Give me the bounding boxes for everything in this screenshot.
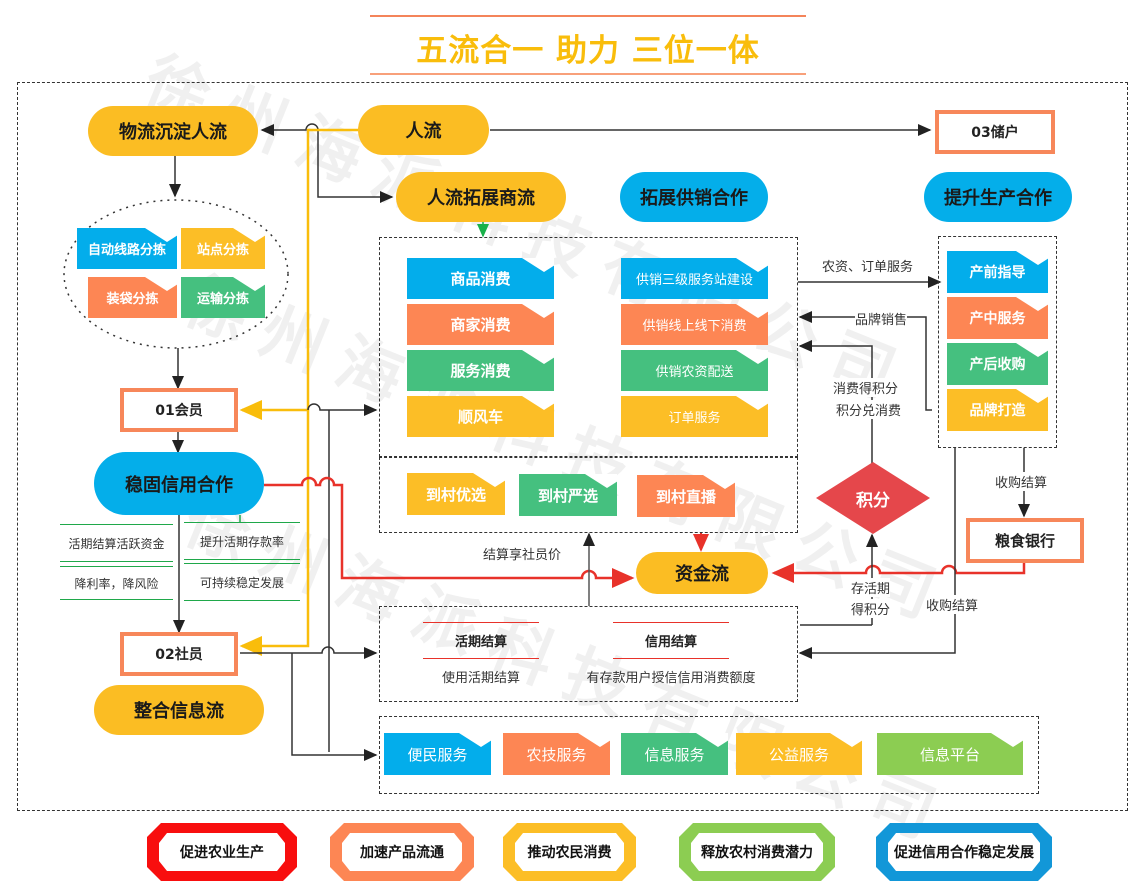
people-flow-node[interactable]: 人流 [358, 105, 489, 155]
sorting-ellipse [63, 199, 289, 349]
edge-yellow-trunk [239, 128, 358, 656]
goal-octagon [147, 823, 297, 881]
settlement-title: 活期结算 [423, 622, 539, 659]
depositor-node[interactable]: 03储户 [935, 110, 1055, 154]
edge-member01-to-box [307, 403, 378, 416]
production-tag[interactable]: 产中服务 [947, 297, 1048, 339]
village-tag[interactable]: 到村优选 [407, 473, 505, 515]
settlement-title: 信用结算 [613, 622, 729, 659]
credit-benefit: 可持续稳定发展 [184, 563, 300, 601]
settlement-desc: 使用活期结算 [441, 671, 520, 686]
goal-octagon [330, 823, 474, 881]
goal-label: 加速产品流通 [360, 845, 444, 861]
supply-tag[interactable]: 供销三级服务站建设 [621, 258, 768, 299]
people-to-business-node[interactable]: 人流拓展商流 [396, 172, 566, 222]
points-node[interactable]: 积分 [856, 491, 890, 511]
service-tag[interactable]: 农技服务 [503, 733, 610, 775]
page-title: 五流合一 助力 三位一体 [416, 33, 760, 69]
edge-member02-to-services [291, 653, 378, 761]
goal-label: 释放农村消费潜力 [701, 845, 813, 861]
supply-tag[interactable]: 供销线上线下消费 [621, 304, 768, 345]
member02-node[interactable]: 02社员 [120, 632, 238, 676]
edge-label-deposit-points: 存活期 [851, 578, 891, 597]
consumption-box [379, 237, 798, 457]
supply-tag[interactable]: 供销农资配送 [621, 350, 768, 391]
member01-node[interactable]: 01会员 [120, 388, 238, 432]
edge-label-deposit-points: 得积分 [851, 599, 891, 618]
service-tag[interactable]: 信息平台 [877, 733, 1023, 775]
supply-tag[interactable]: 订单服务 [621, 396, 768, 437]
sorting-tag[interactable]: 装袋分拣 [88, 277, 177, 318]
service-tag[interactable]: 公益服务 [736, 733, 862, 775]
consumption-tag[interactable]: 服务消费 [407, 350, 554, 391]
village-tag[interactable]: 到村直播 [637, 475, 735, 517]
goal-badge: 促进农业生产 [147, 823, 297, 881]
edge-label-points-redeem: 积分兑消费 [836, 400, 902, 419]
edge-points-exchange [798, 340, 873, 475]
goal-octagon [679, 823, 835, 881]
goal-badge: 促进信用合作稳定发展 [876, 823, 1052, 881]
points-diamond [816, 462, 930, 534]
edge-purchase-settle [798, 448, 956, 659]
settlement-item: 活期结算 使用活期结算 [423, 622, 539, 686]
services-box [379, 716, 1039, 794]
edge-label-agri-order: 农资、订单服务 [822, 260, 914, 275]
capital-flow-node[interactable]: 资金流 [636, 552, 768, 594]
goal-badge: 加速产品流通 [330, 823, 474, 881]
logistics-flow-node[interactable]: 物流沉淀人流 [88, 106, 258, 156]
service-tag[interactable]: 信息服务 [621, 733, 728, 775]
sorting-tag[interactable]: 运输分拣 [181, 277, 265, 318]
goal-label: 促进农业生产 [180, 845, 264, 861]
village-box [379, 457, 798, 533]
production-tag[interactable]: 品牌打造 [947, 389, 1048, 431]
goal-octagon [876, 823, 1052, 881]
production-tag[interactable]: 产后收购 [947, 343, 1048, 385]
edge-member02-to-settlement [240, 646, 378, 659]
edge-people-to-business [317, 130, 394, 203]
sorting-tag[interactable]: 站点分拣 [181, 228, 265, 269]
settlement-item: 信用结算 有存款用户授信信用消费额度 [566, 622, 776, 686]
goal-badge: 推动农民消费 [503, 823, 636, 881]
grain-bank-node[interactable]: 粮食银行 [966, 518, 1084, 563]
credit-benefit: 提升活期存款率 [184, 522, 300, 560]
consumption-tag[interactable]: 商家消费 [407, 304, 554, 345]
title-banner: 五流合一 助力 三位一体 [370, 15, 806, 75]
consumption-tag[interactable]: 顺风车 [407, 396, 554, 437]
edge-label-member-price: 结算享社员价 [483, 548, 562, 563]
consumption-tag[interactable]: 商品消费 [407, 258, 554, 299]
settlement-desc: 有存款用户授信信用消费额度 [586, 671, 756, 686]
edge-label-purchase-settle: 收购结算 [926, 595, 979, 614]
edge-label-brand-sales: 品牌销售 [855, 309, 908, 328]
goal-label: 推动农民消费 [527, 845, 612, 861]
goal-badge: 释放农村消费潜力 [679, 823, 835, 881]
credit-benefit: 活期结算活跃资金 [60, 524, 173, 562]
supply-coop-node[interactable]: 拓展供销合作 [620, 172, 768, 222]
credit-benefit: 降利率，降风险 [60, 566, 173, 600]
credit-coop-node[interactable]: 稳固信用合作 [94, 452, 264, 515]
settlement-box [379, 606, 798, 702]
production-coop-node[interactable]: 提升生产合作 [924, 172, 1072, 222]
goal-octagon [503, 823, 636, 881]
info-flow-node[interactable]: 整合信息流 [94, 685, 264, 735]
production-tag[interactable]: 产前指导 [947, 251, 1048, 293]
village-tag[interactable]: 到村严选 [519, 474, 617, 516]
edge-label-points-earn: 消费得积分 [833, 378, 899, 397]
service-tag[interactable]: 便民服务 [384, 733, 491, 775]
production-box [938, 236, 1057, 448]
edge-label-purchase-settle: 收购结算 [995, 472, 1048, 491]
outer-frame [17, 82, 1128, 811]
sorting-tag[interactable]: 自动线路分拣 [77, 228, 177, 269]
goal-label: 促进信用合作稳定发展 [894, 845, 1034, 861]
